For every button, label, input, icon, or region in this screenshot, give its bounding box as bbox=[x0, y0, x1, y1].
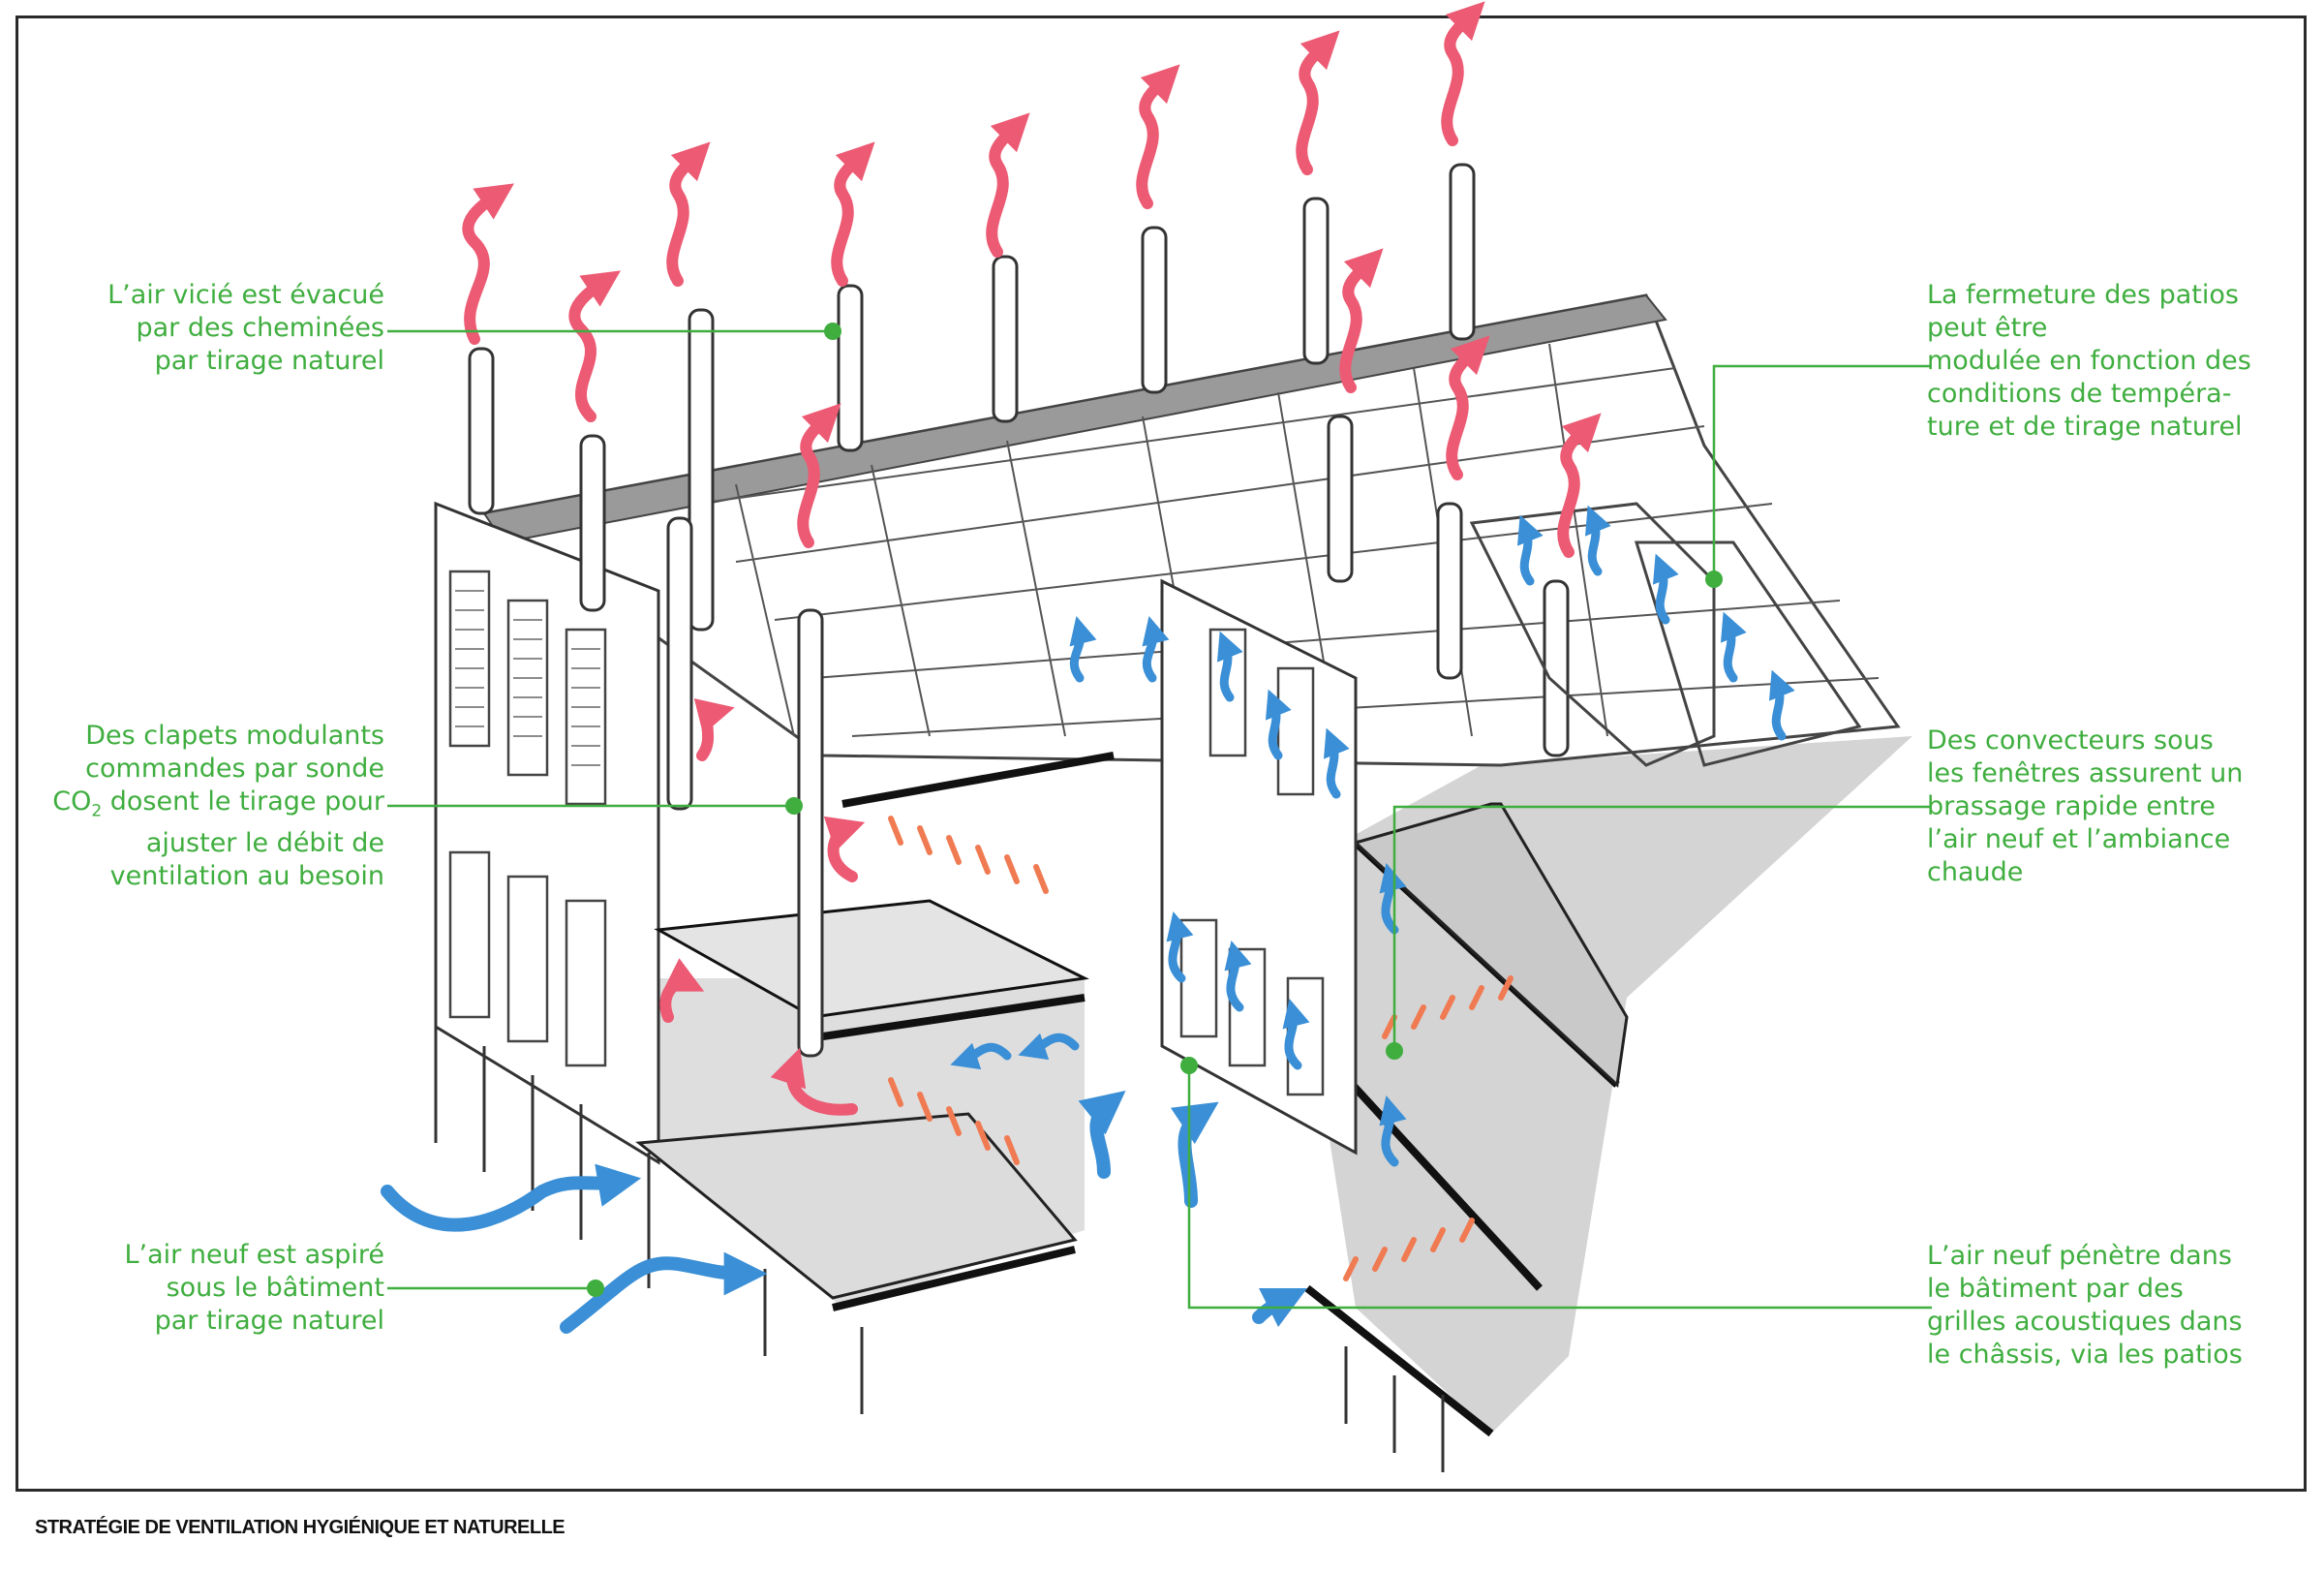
annotation-acoustic-grilles: L’air neuf pénètre dans le bâtiment par … bbox=[1927, 1241, 2243, 1370]
annotation-air-intake: L’air neuf est aspiré sous le bâtiment p… bbox=[124, 1240, 385, 1336]
exhaust-arrows bbox=[462, 1, 1602, 1116]
small-fresh-air-arrows bbox=[950, 505, 1795, 1167]
shutters bbox=[448, 570, 607, 1067]
patio-frames bbox=[1469, 502, 1862, 767]
right-wing-slab bbox=[1353, 802, 1629, 1089]
callout-dots bbox=[587, 323, 1723, 1297]
lower-slab bbox=[635, 1112, 1078, 1300]
chimneys bbox=[468, 163, 1570, 1058]
annotation-convectors: Des convecteurs sous les fenêtres assure… bbox=[1927, 725, 2244, 887]
dampers-text-after: dosent le tirage pour ajuster le débit d… bbox=[109, 786, 384, 892]
annotation-exhaust-chimneys: L’air vicié est évacué par des cheminées… bbox=[107, 280, 384, 376]
callout-leaders bbox=[387, 329, 1932, 1310]
convector-heat-marks bbox=[888, 816, 1514, 1281]
pilotis bbox=[434, 1027, 1445, 1472]
fresh-air-arrows bbox=[381, 1090, 1308, 1334]
figure-caption: STRATÉGIE DE VENTILATION HYGIÉNIQUE ET N… bbox=[35, 1517, 566, 1538]
shutter-slats bbox=[455, 590, 600, 766]
annotation-patio-closure: La fermeture des patios peut être modulé… bbox=[1927, 280, 2251, 442]
dampers-subscript: 2 bbox=[91, 801, 103, 821]
dampers-text-before: Des clapets modulants commandes par sond… bbox=[52, 721, 384, 817]
annotation-co2-dampers: Des clapets modulants commandes par sond… bbox=[52, 720, 384, 893]
